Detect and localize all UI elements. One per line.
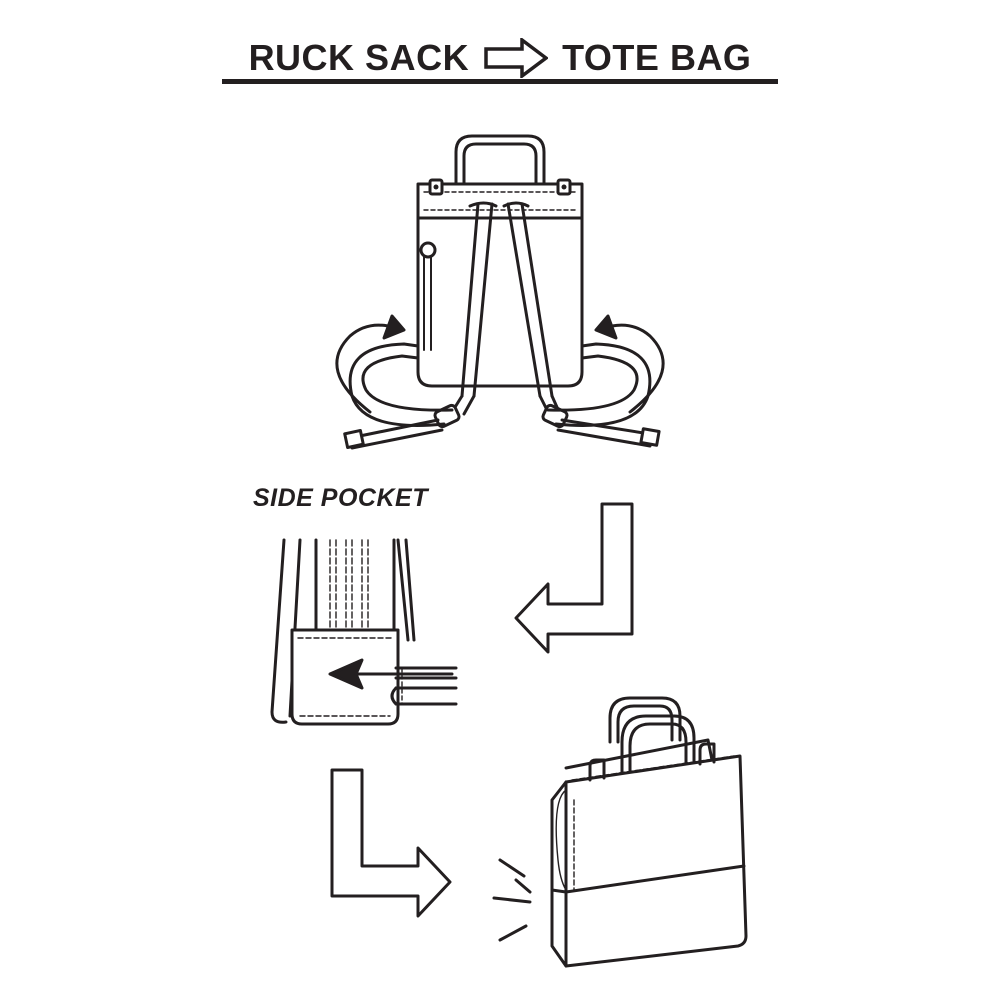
title-from: RUCK SACK: [248, 37, 470, 79]
down-left-arrow-icon: [514, 502, 634, 654]
side-pocket-illustration: [270, 538, 458, 726]
right-arrow-icon: [483, 36, 549, 80]
tote-bag-illustration: [492, 696, 748, 968]
diagram-title: RUCK SACK TOTE BAG: [0, 32, 1000, 82]
title-underline: [222, 79, 778, 84]
side-pocket-label: SIDE POCKET: [253, 484, 428, 512]
backpack-illustration: [335, 134, 665, 450]
down-right-arrow-icon: [330, 768, 452, 918]
title-to: TOTE BAG: [562, 37, 752, 79]
